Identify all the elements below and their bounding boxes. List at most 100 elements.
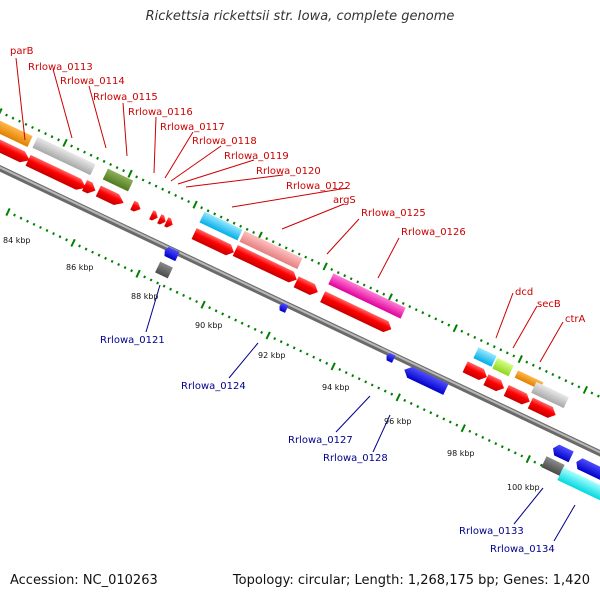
- label-Rrlowa_0125[interactable]: Rrlowa_0125: [361, 208, 426, 219]
- label-Rrlowa_0126[interactable]: Rrlowa_0126: [401, 227, 466, 238]
- major-tick: [330, 362, 336, 371]
- minor-tick: [234, 318, 238, 322]
- cds-arrow[interactable]: [191, 228, 237, 258]
- label-Rrlowa_0133[interactable]: Rrlowa_0133: [459, 526, 524, 537]
- tick-label: 84 kbp: [3, 236, 31, 245]
- cds-arrow[interactable]: [149, 210, 160, 222]
- cds-arrow[interactable]: [320, 291, 394, 334]
- label-Rrlowa_0118[interactable]: Rrlowa_0118: [192, 136, 257, 147]
- label-Rrlowa_0115[interactable]: Rrlowa_0115: [93, 92, 158, 103]
- gene-dcd[interactable]: [473, 347, 497, 367]
- label-Rrlowa_0122[interactable]: Rrlowa_0122: [286, 181, 351, 192]
- label-Rrlowa_0121[interactable]: Rrlowa_0121: [100, 335, 165, 346]
- minor-tick: [245, 227, 249, 231]
- minor-tick: [247, 324, 251, 328]
- major-tick: [525, 454, 531, 464]
- minor-tick: [533, 460, 537, 464]
- gene-Rrlowa_0115[interactable]: [102, 168, 134, 192]
- gene-parB[interactable]: [0, 119, 33, 147]
- minor-tick: [362, 283, 366, 287]
- gene-Rrlowa_0113[interactable]: [32, 136, 96, 176]
- cds-arrow[interactable]: [232, 244, 300, 285]
- label-Rrlowa_0120[interactable]: Rrlowa_0120: [256, 166, 321, 177]
- cds-arrow-reverse[interactable]: [385, 352, 396, 363]
- minor-tick: [37, 128, 41, 133]
- label-Rrlowa_0127[interactable]: Rrlowa_0127: [288, 435, 353, 446]
- cds-arrow[interactable]: [157, 214, 168, 226]
- cds-arrow[interactable]: [483, 374, 506, 393]
- tick-label: 96 kbp: [384, 417, 412, 426]
- cds-row-reverse: [155, 246, 600, 501]
- major-tick: [265, 331, 271, 340]
- cds-arrow[interactable]: [82, 180, 98, 196]
- cds-arrow[interactable]: [164, 217, 175, 229]
- minor-tick: [91, 250, 94, 254]
- label-Rrlowa_0119[interactable]: Rrlowa_0119: [224, 151, 289, 162]
- label-Rrlowa_0114[interactable]: Rrlowa_0114: [60, 76, 125, 87]
- minor-tick: [292, 346, 296, 350]
- label-Rrlowa_0134[interactable]: Rrlowa_0134: [490, 544, 555, 555]
- minor-tick: [403, 398, 407, 402]
- label-Rrlowa_0128[interactable]: Rrlowa_0128: [323, 453, 388, 464]
- gene-ctrA-neighbour[interactable]: [531, 381, 569, 409]
- label-Rrlowa_0124[interactable]: Rrlowa_0124: [181, 381, 246, 392]
- minor-tick: [65, 238, 68, 242]
- cds-arrow[interactable]: [503, 385, 533, 407]
- label-argS[interactable]: argS: [333, 195, 356, 206]
- gene-Rrlowa_0134[interactable]: [557, 467, 600, 501]
- minor-tick: [442, 417, 446, 421]
- cds-arrow[interactable]: [130, 200, 142, 214]
- minor-tick: [148, 181, 152, 185]
- cds-arrow[interactable]: [95, 185, 126, 209]
- label-secB[interactable]: secB: [537, 299, 561, 310]
- top-callouts: [15, 57, 564, 363]
- minor-tick: [50, 135, 54, 139]
- minor-tick: [539, 463, 543, 467]
- cds-arrow-reverse[interactable]: [550, 443, 574, 463]
- cds-arrow[interactable]: [462, 361, 490, 382]
- gene-Rrlowa_0121[interactable]: [155, 261, 173, 279]
- minor-tick: [284, 246, 288, 250]
- minor-tick: [325, 361, 329, 365]
- minor-tick: [273, 337, 277, 341]
- cds-arrow[interactable]: [0, 134, 32, 165]
- minor-tick: [447, 323, 451, 327]
- cds-arrow[interactable]: [293, 276, 321, 297]
- label-dcd[interactable]: dcd: [515, 287, 533, 298]
- gene-Rrlowa_0126[interactable]: [328, 273, 406, 319]
- cds-arrow-reverse[interactable]: [402, 364, 449, 395]
- label-parB[interactable]: parB: [10, 46, 34, 57]
- cds-arrow[interactable]: [527, 397, 558, 421]
- minor-tick: [52, 232, 55, 236]
- label-ctrA[interactable]: ctrA: [565, 314, 586, 325]
- label-Rrlowa_0116[interactable]: Rrlowa_0116: [128, 107, 193, 118]
- minor-tick: [278, 243, 282, 247]
- minor-tick: [102, 159, 106, 163]
- minor-tick: [123, 266, 127, 270]
- tick-label: 90 kbp: [195, 321, 223, 330]
- minor-tick: [187, 200, 191, 204]
- minor-tick: [96, 156, 99, 160]
- minor-tick: [115, 166, 119, 170]
- minor-tick: [544, 369, 548, 373]
- minor-tick: [161, 187, 165, 191]
- minor-tick: [440, 320, 444, 324]
- minor-tick: [156, 281, 160, 285]
- gene-Rrlowa_0122[interactable]: [199, 211, 243, 241]
- minor-tick: [375, 289, 379, 293]
- minor-tick: [221, 312, 225, 316]
- minor-tick: [390, 392, 394, 396]
- minor-tick: [474, 432, 478, 436]
- gene-Rrlowa_0133[interactable]: [541, 456, 565, 476]
- minor-tick: [435, 414, 439, 418]
- cds-arrow-reverse[interactable]: [163, 246, 180, 262]
- label-Rrlowa_0113[interactable]: Rrlowa_0113: [28, 62, 93, 73]
- cds-arrow-reverse[interactable]: [574, 457, 600, 481]
- cds-arrow-reverse[interactable]: [278, 302, 289, 313]
- gene-secB[interactable]: [492, 357, 514, 377]
- gene-argS[interactable]: [239, 230, 303, 270]
- label-Rrlowa_0117[interactable]: Rrlowa_0117: [160, 122, 225, 133]
- minor-tick: [455, 423, 459, 427]
- cds-arrow[interactable]: [25, 154, 89, 193]
